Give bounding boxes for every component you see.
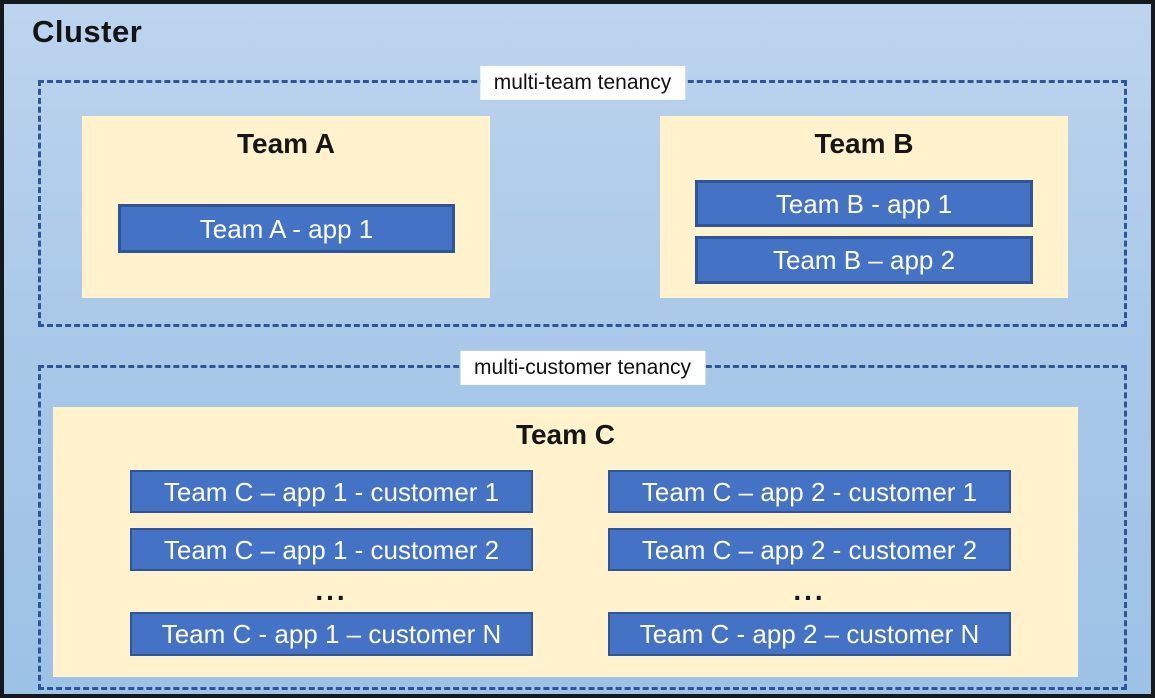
cluster-title: Cluster [32,14,143,49]
team-c-app2-customer2-box: Team C – app 2 - customer 2 [608,528,1011,571]
team-b-app-2-box: Team B – app 2 [695,236,1033,284]
team-c-title: Team C [515,419,616,450]
multi-customer-tenancy-zone: multi-customer tenancy Team C Team C – a… [38,350,1127,690]
team-c-app2-ellipsis: ... [793,575,826,606]
team-a-panel: Team A Team A - app 1 [82,116,490,298]
team-c-app2-customerN-box: Team C - app 2 – customer N [608,612,1011,656]
team-b-title: Team B [814,128,914,159]
team-b-panel: Team B Team B - app 1 Team B – app 2 [660,116,1068,298]
multi-team-tenancy-zone: multi-team tenancy Team A Team A - app 1… [38,65,1127,327]
multi-team-tenancy-label: multi-team tenancy [479,65,686,101]
multi-customer-tenancy-label: multi-customer tenancy [459,350,706,386]
team-c-app1-customerN-box: Team C - app 1 – customer N [130,612,533,656]
team-c-panel: Team C Team C – app 1 - customer 1 Team … [53,407,1078,677]
team-c-app1-ellipsis: ... [315,575,348,606]
team-a-app-1-box: Team A - app 1 [118,204,455,253]
team-a-title: Team A [236,128,336,159]
team-c-app1-customer2-box: Team C – app 1 - customer 2 [130,528,533,571]
team-b-app-1-box: Team B - app 1 [695,180,1033,227]
team-c-app1-customer1-box: Team C – app 1 - customer 1 [130,470,533,513]
team-c-app2-customer1-box: Team C – app 2 - customer 1 [608,470,1011,513]
